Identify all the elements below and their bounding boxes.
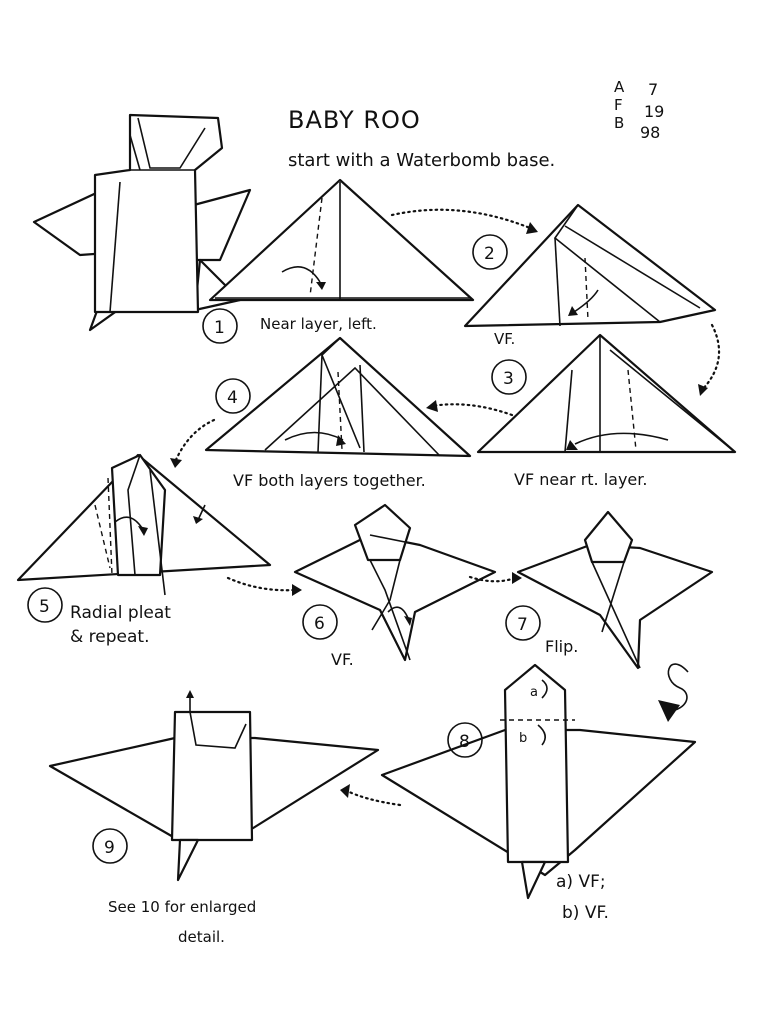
step-7-caption: Flip. — [545, 637, 578, 656]
step-2-number-circle — [472, 234, 508, 270]
code-letter-b: B — [614, 114, 624, 132]
step-5-caption-line-2: & repeat. — [70, 627, 149, 647]
fold-label-b: b — [519, 731, 527, 746]
step-7-drawing — [516, 510, 714, 670]
step-3-number: 3 — [503, 369, 514, 389]
flip-loop-arrow — [658, 663, 689, 722]
step-6-drawing — [293, 503, 497, 662]
code-number-1: 7 — [648, 80, 658, 99]
step-5-drawing — [16, 453, 272, 596]
finished-model-drawing — [32, 113, 252, 332]
step-5-caption: Radial pleat — [70, 603, 171, 623]
diagram-title: BABY ROO — [288, 106, 421, 134]
step-6-caption: VF. — [331, 650, 354, 669]
step-7-number-circle — [505, 605, 541, 641]
step-9-number-circle — [92, 828, 128, 864]
step-1-number-circle — [202, 308, 238, 344]
step-9-caption-line-2: detail. — [178, 928, 225, 946]
step-3-drawing — [476, 333, 737, 454]
step-3-caption: VF near rt. layer. — [514, 470, 647, 489]
step-4-caption: VF both layers together. — [233, 471, 426, 490]
step-1-number: 1 — [214, 318, 225, 338]
step-6-number-circle — [302, 604, 338, 640]
step-1-drawing — [208, 178, 475, 302]
step-6-number: 6 — [314, 614, 325, 634]
step-9-drawing — [48, 690, 380, 882]
code-number-2: 19 — [644, 102, 664, 121]
step-4-drawing — [204, 336, 472, 458]
step-4-number: 4 — [227, 388, 238, 408]
step-8-caption: a) VF; — [556, 872, 606, 892]
fold-label-a: a — [530, 685, 538, 700]
step-8-number: 8 — [459, 732, 470, 752]
step-9-number: 9 — [104, 838, 115, 858]
diagram-subtitle: start with a Waterbomb base. — [288, 150, 555, 171]
step-4-number-circle — [215, 378, 251, 414]
step-7-number: 7 — [517, 615, 528, 635]
step-2-number: 2 — [484, 244, 495, 264]
code-letter-a: A — [614, 78, 625, 96]
step-1-caption: Near layer, left. — [260, 315, 377, 333]
step-8-drawing: a b — [380, 663, 697, 900]
code-letter-f: F — [614, 96, 623, 114]
step-9-caption: See 10 for enlarged — [108, 898, 256, 916]
step-2-caption: VF. — [494, 330, 515, 348]
step-2-drawing — [463, 203, 717, 328]
step-3-number-circle — [491, 359, 527, 395]
step-5-number-circle — [27, 587, 63, 623]
step-5-number: 5 — [39, 597, 50, 617]
sequence-arrows — [170, 208, 721, 807]
corner-code: A F B 7 19 98 — [614, 78, 664, 142]
code-number-3: 98 — [640, 123, 660, 142]
step-8-number-circle — [447, 722, 483, 758]
step-8-caption-line-2: b) VF. — [562, 903, 609, 923]
